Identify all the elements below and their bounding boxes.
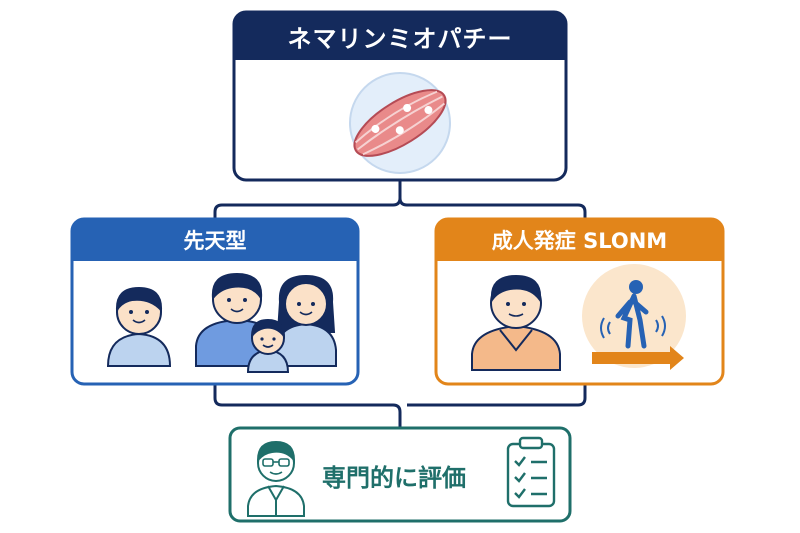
walking-difficulty-icon (582, 264, 686, 370)
family-smiles (132, 308, 313, 348)
family-faces (129, 298, 315, 341)
muscle-fiber-icon (349, 72, 451, 174)
adult-man-icon (471, 274, 561, 371)
connector-top-split (213, 181, 587, 219)
connector-bottom-merge (213, 384, 587, 428)
checklist-icon (506, 436, 556, 508)
doctor-icon (247, 440, 305, 517)
adult-onset-slonm-title: 成人発症 SLONM (491, 229, 668, 253)
congenital-type-title: 先天型 (183, 229, 247, 253)
family-icon (106, 272, 337, 373)
specialist-evaluation-box (228, 426, 572, 523)
nemaline-myopathy-title: ネマリンミオパチー (287, 24, 513, 53)
adult-man-face (506, 302, 526, 317)
specialist-evaluation-title: 専門的に評価 (322, 463, 466, 492)
